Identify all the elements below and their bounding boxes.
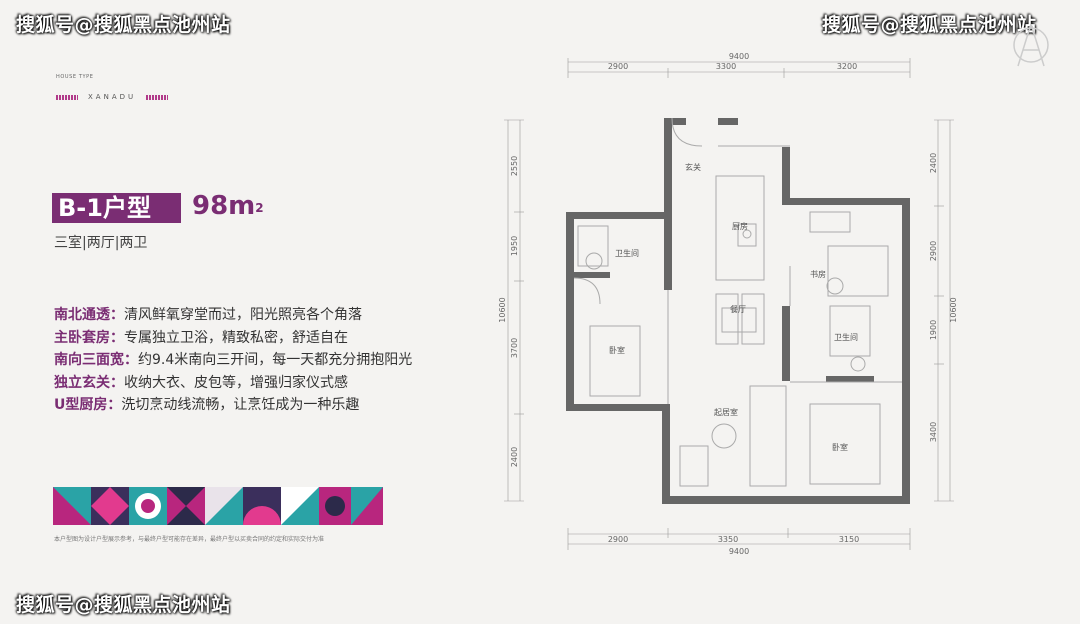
feature-item: U型厨房：洗切烹动线流畅，让烹饪成为一种乐趣 (54, 394, 412, 417)
top-total-dim: 9400 (729, 52, 749, 61)
right-dim-3: 1900 (929, 320, 938, 340)
unit-type-badge: B-1户型 (52, 193, 181, 223)
feature-item: 独立玄关：收纳大衣、皮包等，增强归家仪式感 (54, 372, 412, 395)
room-label-bath-2: 卫生间 (834, 332, 858, 342)
decorative-pattern (53, 487, 383, 525)
feature-key: 主卧套房： (54, 329, 124, 346)
area-value: 98m (192, 191, 256, 221)
brand-name: XANADU (88, 93, 137, 101)
room-label-kitchen: 厨房 (732, 221, 748, 231)
left-total-dim: 10600 (498, 297, 507, 322)
top-dim-1: 2900 (608, 62, 628, 71)
feature-item: 南向三面宽：约9.4米南向三开间，每一天都充分拥抱阳光 (54, 349, 412, 372)
feature-text: 清风鲜氧穿堂而过，阳光照亮各个角落 (124, 307, 362, 323)
feature-text: 收纳大衣、皮包等，增强归家仪式感 (124, 374, 348, 391)
feature-item: 主卧套房：专属独立卫浴，精致私密，舒适自在 (54, 327, 412, 350)
brand-row: XANADU (56, 92, 169, 102)
feature-key: U型厨房： (54, 397, 122, 413)
room-label-bath-1: 卫生间 (615, 248, 639, 258)
top-dim-3: 3200 (837, 62, 857, 71)
room-label-entry: 玄关 (685, 162, 701, 172)
right-dim-4: 3400 (929, 422, 938, 442)
bottom-dim-1: 2900 (608, 535, 628, 544)
disclaimer: 本户型图为设计户型展示参考，与最终户型可能存在差异，最终户型以买卖合同的约定和实… (54, 536, 325, 543)
brand-bar-right (146, 94, 169, 100)
room-label-study: 书房 (810, 269, 826, 279)
feature-key: 独立玄关： (54, 374, 124, 391)
right-dim-1: 2400 (929, 153, 938, 173)
logo-icon (1013, 23, 1049, 67)
feature-text: 约9.4米南向三开间，每一天都充分拥抱阳光 (138, 352, 413, 368)
area-superscript: 2 (255, 201, 264, 215)
room-label-bedroom-2: 卧室 (832, 442, 848, 452)
room-label-living: 起居室 (714, 407, 738, 417)
feature-list: 南北通透：清风鲜氧穿堂而过，阳光照亮各个角落 主卧套房：专属独立卫浴，精致私密，… (54, 304, 412, 417)
brand-bar-left (56, 94, 78, 100)
room-label-bedroom-1: 卧室 (609, 345, 625, 355)
room-summary: 三室|两厅|两卫 (54, 235, 148, 251)
left-dim-3: 3700 (510, 338, 519, 358)
left-dim-2: 1950 (510, 236, 519, 256)
watermark-bottom-left: 搜狐号@搜狐黑点池州站 (16, 594, 231, 616)
room-label-dining: 餐厅 (730, 305, 746, 314)
house-type-label: HOUSE TYPE (56, 74, 94, 80)
bottom-total-dim: 9400 (729, 547, 749, 556)
feature-key: 南北通透： (54, 307, 124, 323)
bottom-dim-2: 3350 (718, 535, 738, 544)
feature-item: 南北通透：清风鲜氧穿堂而过，阳光照亮各个角落 (54, 304, 412, 327)
watermark-top-right: 搜狐号@搜狐黑点池州站 (822, 14, 1037, 36)
floor-plan: 9400 2900 3300 3200 2900 3350 3150 9400 … (498, 52, 958, 556)
right-total-dim: 10600 (949, 297, 958, 322)
left-dim-1: 2550 (510, 156, 519, 176)
feature-text: 专属独立卫浴，精致私密，舒适自在 (124, 329, 348, 346)
unit-area: 98m2 (192, 190, 264, 222)
feature-text: 洗切烹动线流畅，让烹饪成为一种乐趣 (121, 397, 360, 413)
watermark-top-left: 搜狐号@搜狐黑点池州站 (16, 14, 231, 36)
top-dim-2: 3300 (716, 62, 736, 71)
feature-key: 南向三面宽： (54, 352, 138, 368)
right-dim-2: 2900 (929, 241, 938, 261)
bottom-dim-3: 3150 (839, 535, 859, 544)
left-dim-4: 2400 (510, 447, 519, 467)
